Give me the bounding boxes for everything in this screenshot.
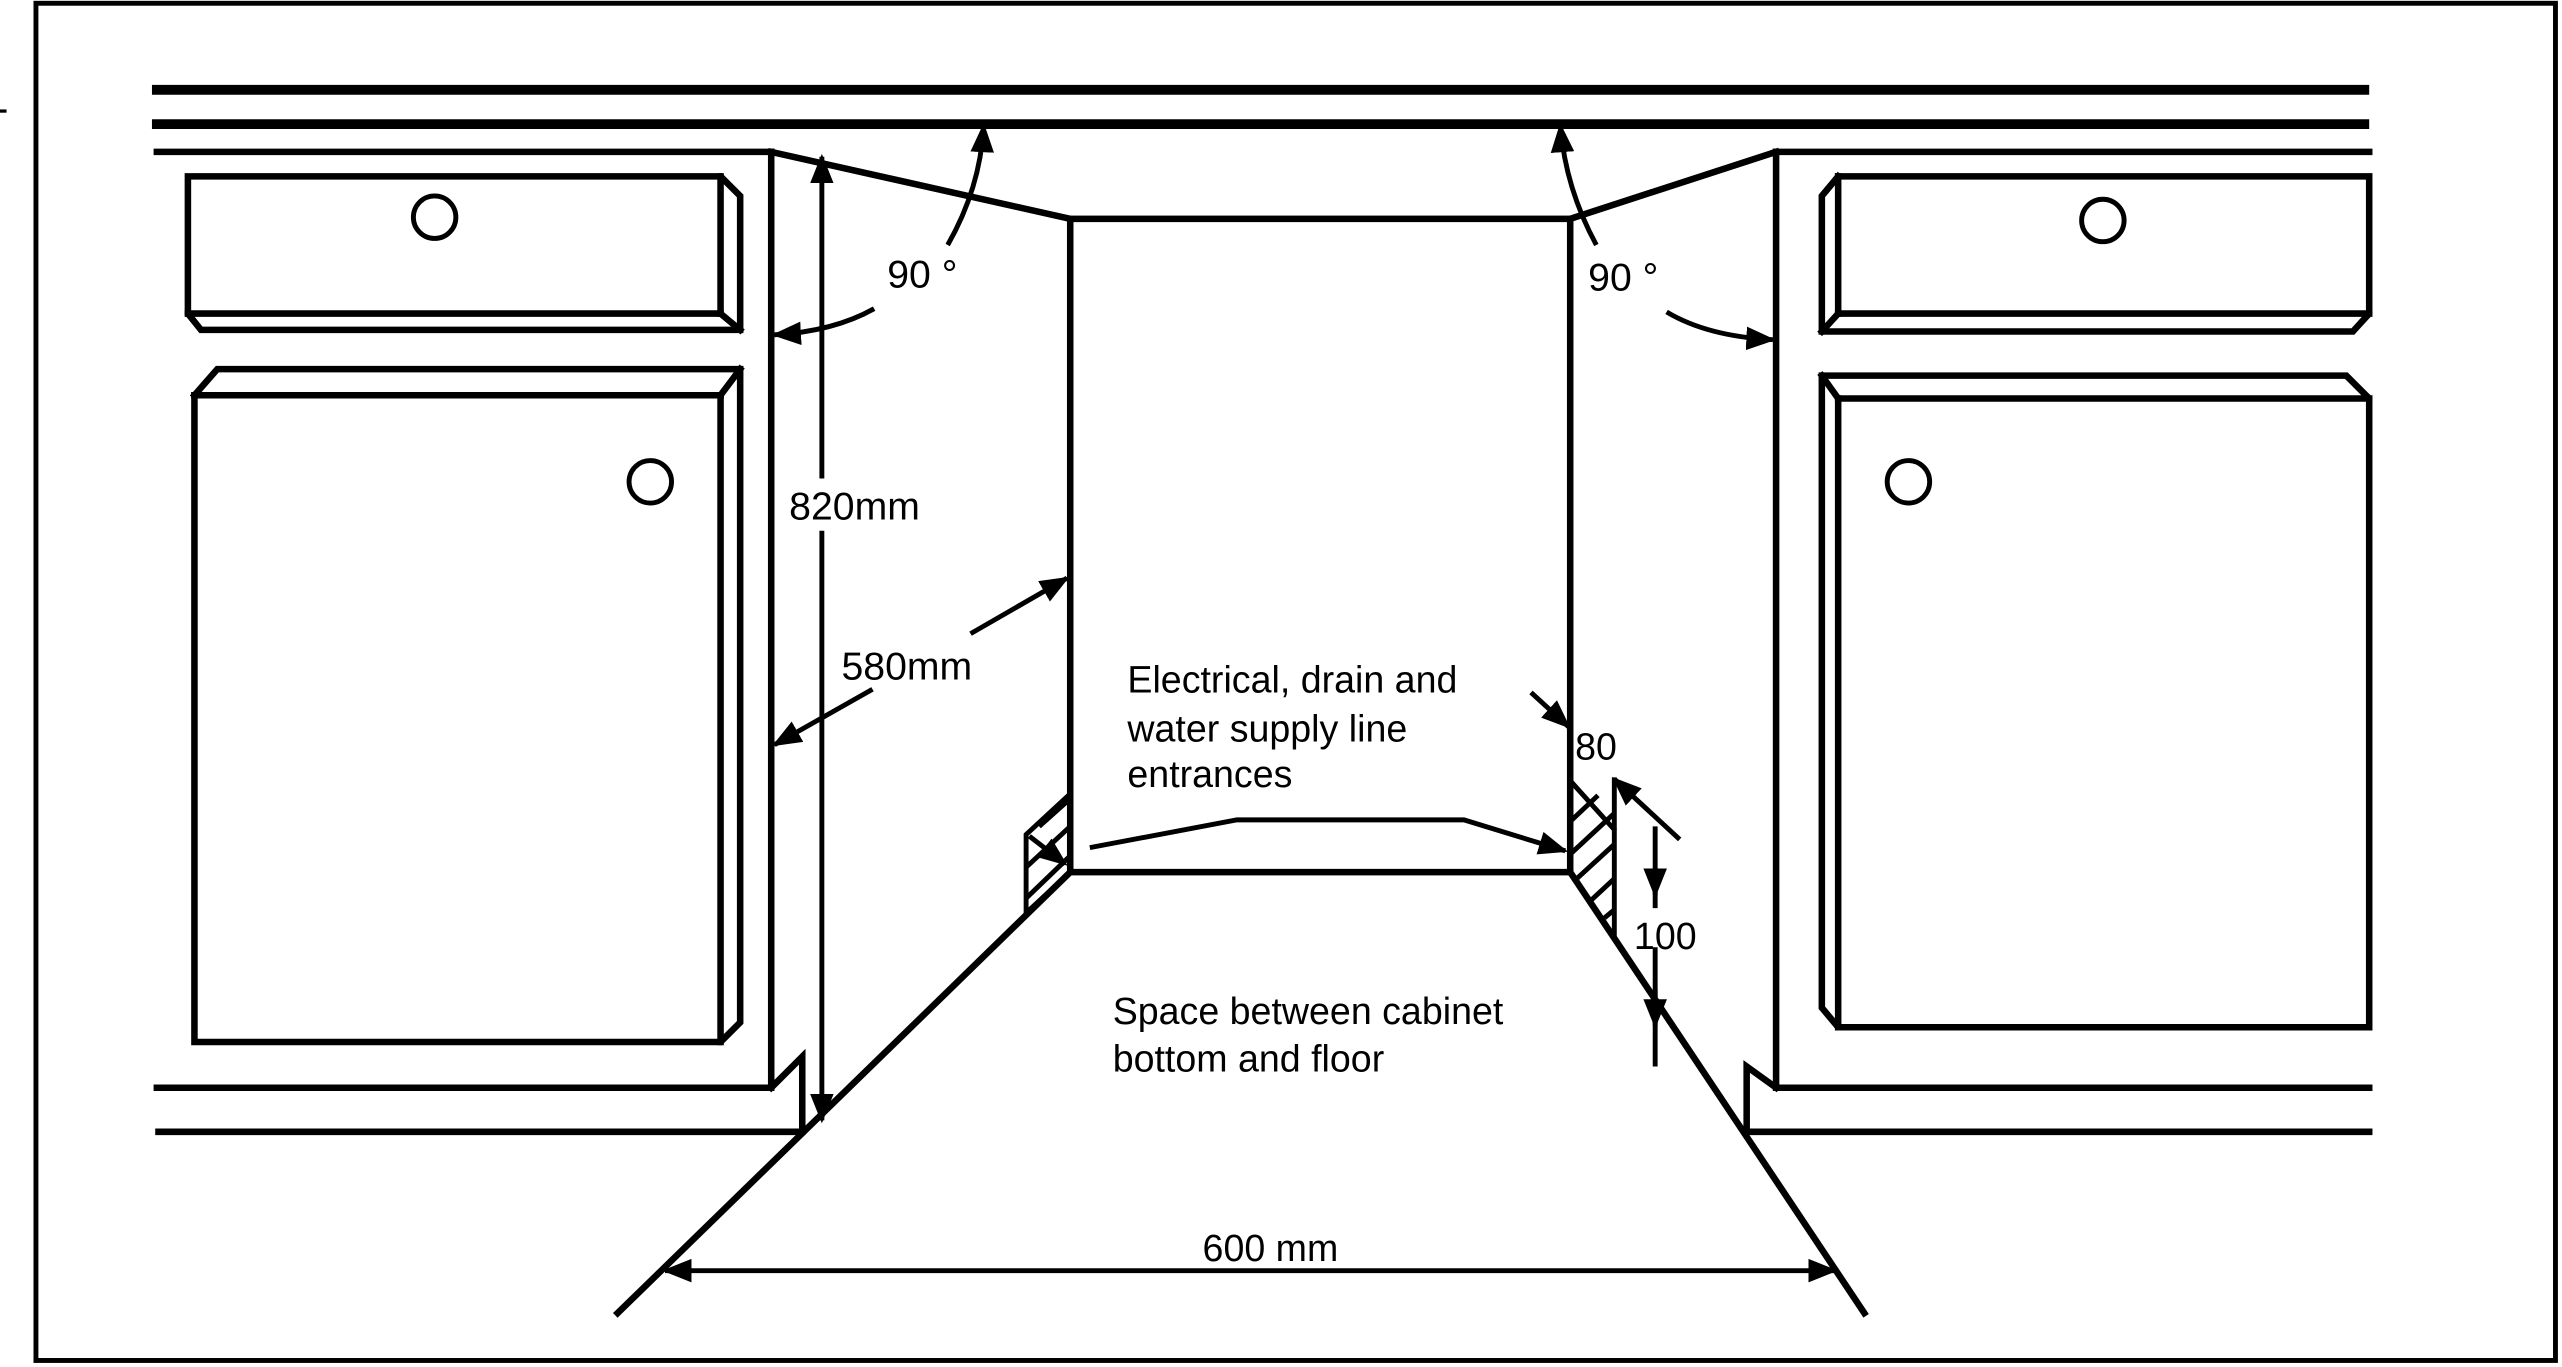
door-knob-icon (1884, 458, 1933, 506)
drawer-knob-icon (410, 193, 459, 241)
door-knob-icon (626, 458, 674, 506)
depth-label: 580mm (841, 645, 972, 688)
left-door (189, 364, 745, 1046)
height-label: 820mm (789, 485, 920, 528)
angle-dimension-left (771, 122, 994, 346)
niche-opening (613, 147, 1869, 1318)
angle-label-right: 90 ° (1588, 257, 1658, 300)
left-drawer (184, 173, 745, 335)
dimension-100-label: 100 (1634, 915, 1697, 957)
dimension-80-label: 80 (1575, 725, 1617, 767)
angle-label-left: 90 ° (887, 253, 957, 296)
dimension-80 (1529, 690, 1682, 842)
drawer-knob-icon (2079, 196, 2127, 245)
left-cabinet (153, 148, 806, 1136)
width-label: 600 mm (1203, 1227, 1339, 1269)
depth-dimension (771, 576, 1070, 747)
floor-label-line2: bottom and floor (1113, 1037, 1385, 1079)
right-cabinet (1743, 148, 2373, 1136)
services-leaders (1027, 817, 1569, 866)
services-label-line2: water supply line (1126, 707, 1407, 749)
services-label-line1: Electrical, drain and (1127, 658, 1457, 700)
drawing-frame (33, 0, 2558, 1363)
service-zone-right (1567, 774, 1617, 946)
angle-dimension-right (1550, 122, 1776, 351)
countertop (151, 84, 2373, 156)
right-door (1817, 371, 2373, 1031)
right-drawer (1817, 171, 2373, 337)
services-label-line3: entrances (1127, 753, 1292, 795)
floor-label-line1: Space between cabinet (1113, 990, 1504, 1032)
